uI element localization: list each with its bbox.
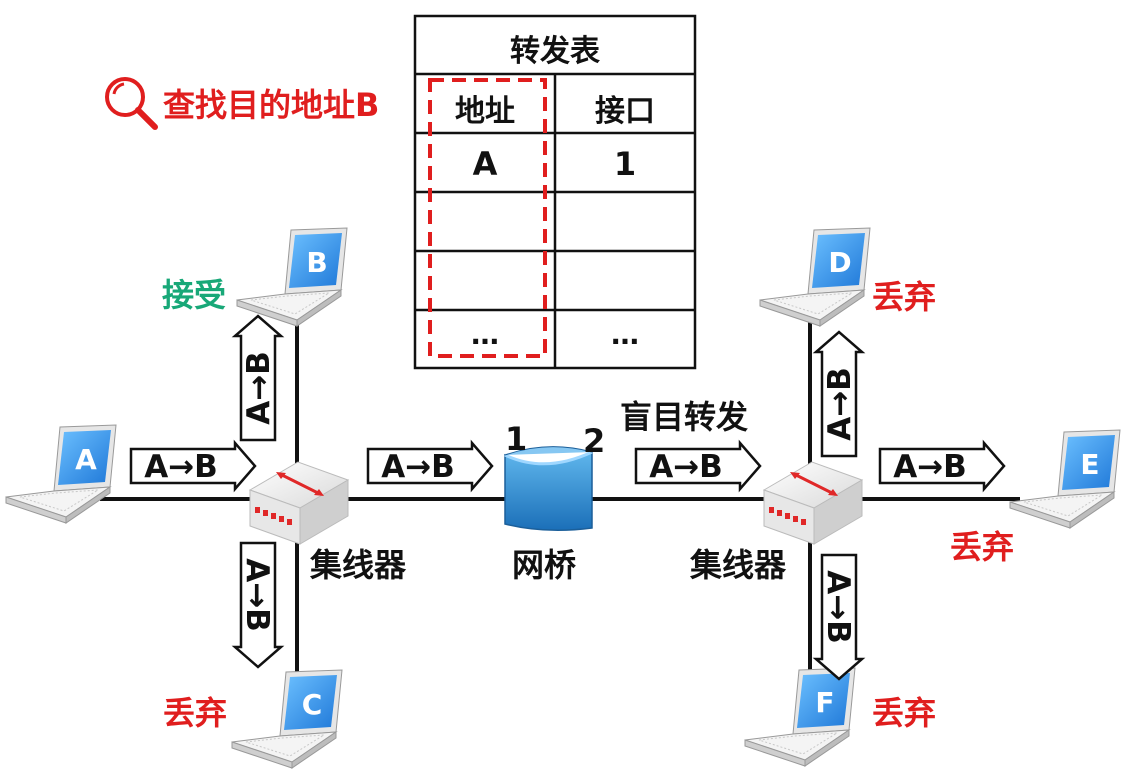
- host-label-a: A: [75, 443, 97, 476]
- forwarding-table: [413, 14, 697, 370]
- search-icon: [105, 77, 158, 130]
- frame-arrow: A→B: [634, 439, 762, 493]
- laptop-c-icon: C: [231, 669, 343, 769]
- host-label-b: B: [306, 246, 327, 279]
- table-cell-address-more: …: [471, 318, 499, 351]
- frame-label: A→B: [820, 570, 856, 644]
- accept-label: 接受: [162, 276, 227, 314]
- port-2-label: 2: [583, 422, 606, 460]
- frame-label: A→B: [822, 367, 858, 441]
- frame-label: A→B: [649, 449, 723, 485]
- discard-label-c: 丢弃: [163, 694, 228, 732]
- frame-arrow: A→B: [812, 330, 866, 458]
- bridge-icon: [504, 446, 593, 531]
- table-header-address: 地址: [455, 94, 515, 129]
- frame-label: A→B: [381, 449, 455, 485]
- frame-arrow: A→B: [812, 553, 866, 681]
- frame-arrow: A→B: [231, 314, 285, 442]
- port-1-label: 1: [505, 420, 528, 458]
- hub-left-icon: [248, 461, 350, 545]
- frame-arrow: A→B: [366, 439, 494, 493]
- host-label-c: C: [302, 688, 323, 721]
- table-cell-interface: 1: [613, 145, 637, 183]
- frame-label: A→B: [239, 558, 275, 632]
- hub-left-label: 集线器: [310, 546, 407, 584]
- frame-arrow: A→B: [231, 541, 285, 669]
- search-label: 查找目的地址B: [163, 86, 380, 124]
- frame-label: A→B: [241, 351, 277, 425]
- bridge-label: 网桥: [512, 546, 577, 584]
- frame-label: A→B: [144, 449, 218, 485]
- host-label-e: E: [1080, 448, 1099, 481]
- discard-label-e: 丢弃: [950, 528, 1015, 566]
- host-label-d: D: [828, 246, 851, 279]
- discard-label-f: 丢弃: [872, 694, 937, 732]
- discard-label-d: 丢弃: [872, 278, 937, 316]
- table-title: 转发表: [510, 34, 600, 69]
- hub-right-label: 集线器: [690, 546, 787, 584]
- table-header-interface: 接口: [595, 94, 655, 129]
- laptop-b-icon: B: [236, 227, 348, 327]
- laptop-e-icon: E: [1009, 429, 1121, 529]
- laptop-a-icon: A: [5, 424, 117, 524]
- hub-right-icon: [762, 461, 864, 545]
- frame-label: A→B: [893, 449, 967, 485]
- host-label-f: F: [815, 686, 834, 719]
- address-column-highlight: [428, 78, 547, 358]
- laptop-f-icon: F: [744, 667, 856, 767]
- frame-arrow: A→B: [129, 439, 257, 493]
- laptop-d-icon: D: [759, 227, 871, 327]
- table-cell-address: A: [472, 145, 498, 183]
- blind-forward-label: 盲目转发: [620, 398, 749, 436]
- table-cell-interface-more: …: [611, 318, 639, 351]
- frame-arrow: A→B: [878, 439, 1006, 493]
